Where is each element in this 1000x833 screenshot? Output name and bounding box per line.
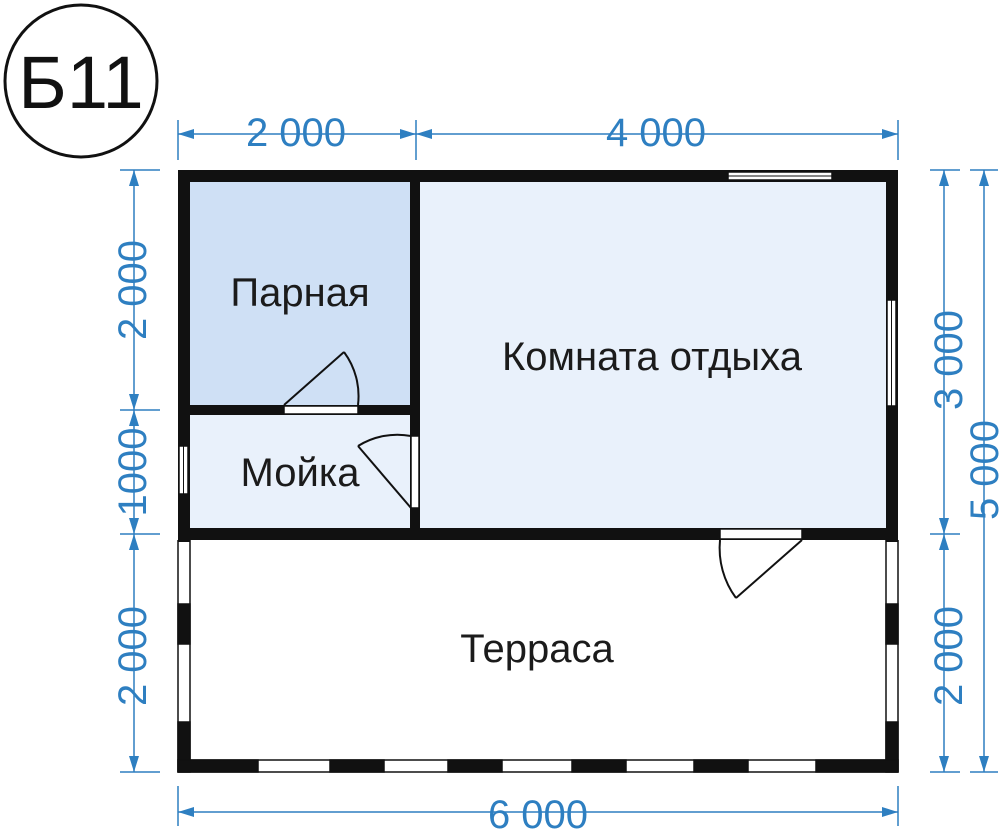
dim-bottom: 6 000 — [488, 793, 588, 833]
dim-top-right: 4 000 — [606, 111, 706, 155]
dim-left-top: 2 000 — [111, 240, 155, 340]
wash-room-area — [186, 410, 414, 528]
dim-left-middle: 1000 — [111, 428, 155, 517]
rest-room-label: Комната отдыха — [502, 335, 803, 379]
wall-top — [178, 170, 898, 182]
badge-circle — [3, 3, 159, 159]
terrace-label: Терраса — [460, 627, 614, 671]
door-terrace — [718, 528, 803, 599]
window-right — [886, 299, 897, 407]
plan-badge: Б11 — [3, 3, 159, 159]
badge-label: Б11 — [18, 41, 143, 124]
wash-room-label: Мойка — [241, 451, 361, 495]
wall-partition-vertical — [410, 170, 420, 540]
window-top — [727, 171, 833, 181]
dim-right-bottom: 2 000 — [927, 606, 971, 706]
wall-house-terrace — [178, 528, 898, 540]
steam-room-area — [186, 180, 414, 410]
terrace-railing — [177, 540, 899, 773]
rest-room-area — [414, 180, 890, 528]
dim-right-total: 5 000 — [963, 420, 1000, 520]
window-left — [178, 445, 189, 495]
dim-top-left: 2 000 — [246, 111, 346, 155]
door-steam-room — [283, 351, 360, 415]
dimension-lines — [120, 120, 998, 826]
dim-right-top: 3 000 — [927, 310, 971, 410]
terrace-area — [186, 536, 890, 764]
steam-room-label: Парная — [230, 271, 369, 315]
dim-left-bottom: 2 000 — [111, 606, 155, 706]
door-wash-room — [357, 433, 420, 509]
